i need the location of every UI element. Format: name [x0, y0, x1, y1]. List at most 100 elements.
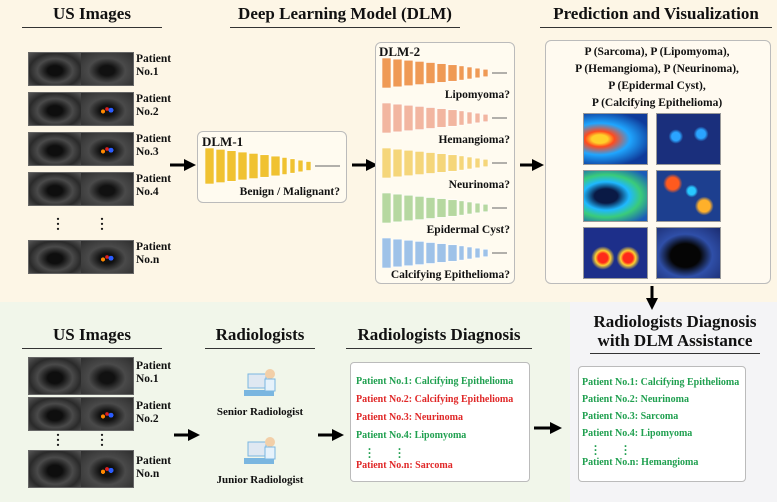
us-images-header: US Images	[53, 4, 131, 23]
prediction-header: Prediction and Visualization	[553, 4, 759, 23]
us-image-1	[28, 52, 134, 86]
network-layer	[259, 154, 270, 178]
network-layer	[392, 148, 403, 178]
network-layer	[482, 158, 489, 168]
dlm2-question: Hemangioma?	[438, 134, 510, 146]
network-layer	[466, 156, 473, 170]
network-layer	[447, 244, 458, 262]
us-image-3	[28, 132, 134, 166]
header-underline	[230, 27, 460, 28]
network-layer	[482, 68, 489, 78]
network-layer	[482, 113, 489, 123]
dlm1-question: Benign / Malignant?	[239, 186, 340, 198]
network-layer	[474, 67, 481, 79]
network-layer	[270, 155, 281, 177]
assisted-header-line1: Radiologists Diagnosis	[593, 312, 757, 331]
network-layer	[458, 155, 465, 171]
network-layer	[482, 203, 489, 213]
header-underline	[540, 27, 772, 28]
network-layer	[414, 106, 425, 130]
diagnosis-row: Patient No.4: Lipomyoma	[582, 428, 693, 439]
diagnosis-row: Patient No.n: Sarcoma	[356, 460, 453, 471]
diagnosis-row: Patient No.1: Calcifying Epithelioma	[356, 376, 514, 387]
arrow-right	[520, 159, 544, 171]
network-layer	[425, 197, 436, 219]
network-layer	[414, 241, 425, 265]
diagnosis-row: Patient No.2: Neurinoma	[582, 394, 689, 405]
network-layer	[414, 61, 425, 85]
network-layer	[447, 199, 458, 217]
vertical-ellipsis: ...	[100, 425, 104, 450]
network-layer	[403, 104, 414, 132]
dlm2-network	[382, 238, 507, 268]
us-image-2	[28, 92, 134, 126]
network-layer	[414, 196, 425, 220]
network-layer	[382, 58, 392, 88]
network-layer	[392, 193, 403, 223]
us-image-2	[28, 397, 134, 431]
network-layer	[474, 157, 481, 169]
network-layer	[226, 150, 237, 182]
diagnosis-row: Patient No.4: Lipomyoma	[356, 430, 467, 441]
heatmap	[656, 227, 721, 279]
header-underline	[22, 27, 162, 28]
dlm2-question: Calcifying Epithelioma?	[390, 269, 510, 281]
vertical-ellipsis: . .. .. .	[368, 439, 401, 461]
arrow-down	[646, 286, 658, 310]
network-layer	[436, 243, 447, 263]
header-underline	[590, 353, 760, 354]
diagnosis-row: Patient No.3: Neurinoma	[356, 412, 463, 423]
network-layer	[248, 153, 259, 179]
network-layer	[392, 103, 403, 133]
dlm2-network	[382, 193, 507, 223]
network-layer	[382, 103, 392, 133]
heatmap	[656, 113, 721, 165]
diagnosis-row: Patient No.n: Hemangioma	[582, 457, 699, 468]
arrow-right	[318, 429, 344, 441]
diagnosis-row: Patient No.2: Calcifying Epithelioma	[356, 394, 514, 405]
network-layer	[458, 65, 465, 81]
probability-list: P (Sarcoma), P (Lipomyoma), P (Hemangiom…	[575, 46, 739, 109]
network-layer	[414, 151, 425, 175]
network-layer	[205, 148, 215, 184]
dlm2-question: Lipomyoma?	[444, 89, 510, 101]
header-underline	[346, 348, 532, 349]
network-layer	[447, 64, 458, 82]
network-layer	[403, 239, 414, 267]
heatmap	[583, 227, 648, 279]
dlm1-title: DLM-1	[202, 134, 244, 149]
dlm2-question: Epidermal Cyst?	[426, 224, 510, 236]
network-layer	[392, 58, 403, 88]
network-layer	[466, 246, 473, 260]
us-image-4	[28, 172, 134, 206]
us-images-header: US Images	[53, 325, 131, 344]
dlm2-network	[382, 103, 507, 133]
network-layer	[458, 245, 465, 261]
network-layer	[447, 154, 458, 172]
network-layer	[382, 193, 392, 223]
network-layer	[458, 110, 465, 126]
dlm-header: Deep Learning Model (DLM)	[238, 4, 452, 23]
us-image-1	[28, 357, 134, 395]
network-layer	[382, 148, 392, 178]
network-layer	[425, 107, 436, 129]
assisted-diagnosis-box	[578, 366, 746, 482]
network-layer	[425, 62, 436, 84]
network-layer	[305, 161, 312, 171]
radiologists-diagnosis-box	[350, 362, 530, 482]
network-layer	[436, 198, 447, 218]
arrow-right	[534, 422, 562, 434]
network-layer	[297, 159, 304, 173]
arrow-right	[352, 159, 378, 171]
header-underline	[22, 348, 162, 349]
network-layer	[466, 111, 473, 125]
network-layer	[425, 152, 436, 174]
vertical-ellipsis: ...	[56, 425, 60, 450]
network-layer	[474, 202, 481, 214]
network-layer	[436, 63, 447, 83]
doctor-icon	[244, 437, 276, 464]
